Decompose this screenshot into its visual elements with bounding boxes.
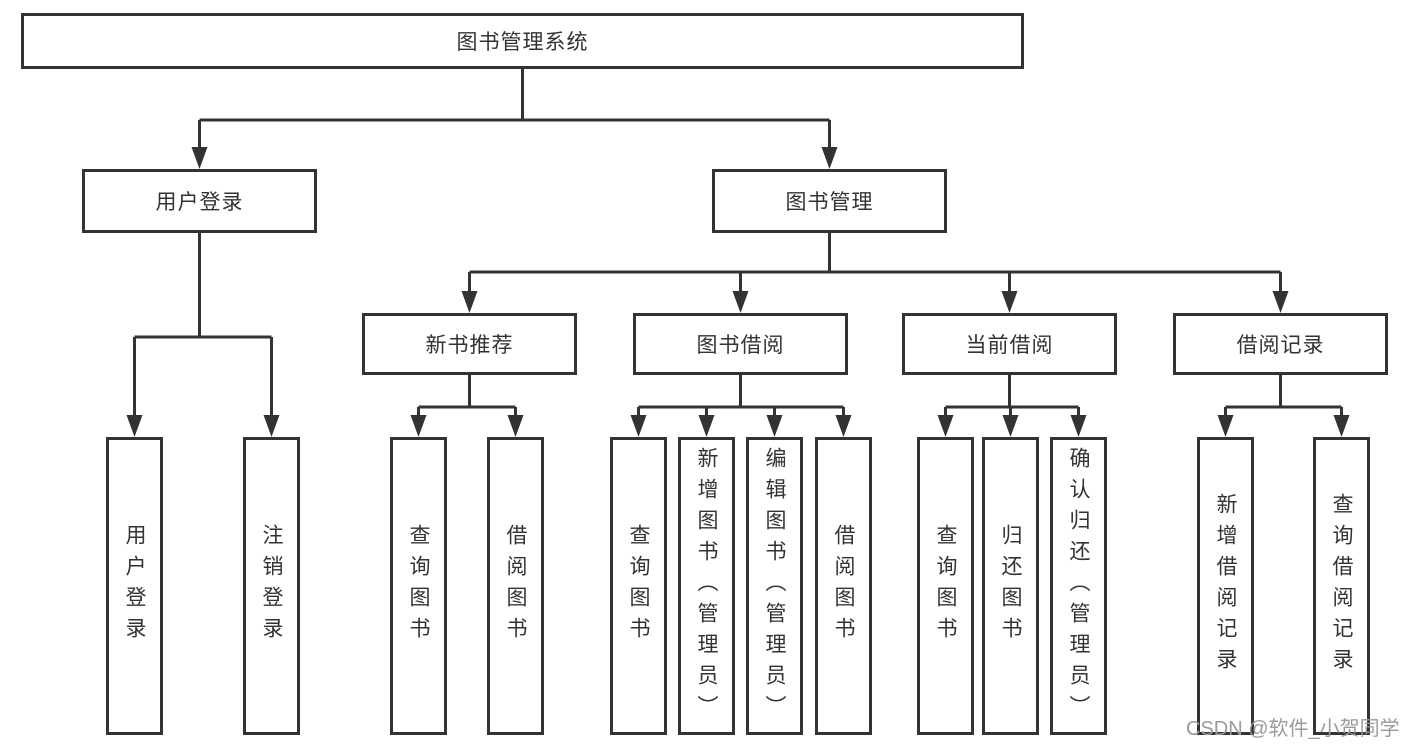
leaf-current-return-books-label: 归还图书	[999, 524, 1022, 648]
leaf-user-login: 用户登录	[106, 437, 163, 735]
node-borrow-records-label: 借阅记录	[1236, 334, 1325, 357]
leaf-newbook-query-books: 查询图书	[390, 437, 447, 735]
leaf-records-add-record: 新增借阅记录	[1197, 437, 1254, 735]
node-new-book-recommend-label: 新书推荐	[425, 334, 514, 357]
leaf-current-confirm-return-admin-label: 确认归还（管理员）	[1067, 446, 1090, 726]
node-borrow-records: 借阅记录	[1173, 313, 1388, 375]
node-root-label: 图书管理系统	[456, 31, 589, 54]
node-book-management: 图书管理	[712, 169, 947, 233]
leaf-current-confirm-return-admin: 确认归还（管理员）	[1050, 437, 1107, 735]
node-user-login-label: 用户登录	[155, 191, 244, 214]
leaf-borrow-add-books-admin-label: 新增图书（管理员）	[695, 446, 718, 726]
leaf-borrow-borrow-books: 借阅图书	[815, 437, 872, 735]
node-user-login: 用户登录	[82, 169, 317, 233]
leaf-newbook-query-books-label: 查询图书	[407, 524, 430, 648]
leaf-borrow-edit-books-admin-label: 编辑图书（管理员）	[763, 446, 786, 726]
node-book-borrow-label: 图书借阅	[696, 334, 785, 357]
leaf-user-login-label: 用户登录	[123, 524, 146, 648]
leaf-borrow-query-books-label: 查询图书	[627, 524, 650, 648]
leaf-records-add-record-label: 新增借阅记录	[1214, 493, 1237, 679]
leaf-borrow-query-books: 查询图书	[610, 437, 667, 735]
leaf-current-return-books: 归还图书	[982, 437, 1039, 735]
leaf-records-query-record: 查询借阅记录	[1313, 437, 1370, 735]
leaf-newbook-borrow-books-label: 借阅图书	[504, 524, 527, 648]
leaf-records-query-record-label: 查询借阅记录	[1330, 493, 1353, 679]
leaf-logout-label: 注销登录	[260, 524, 283, 648]
leaf-borrow-add-books-admin: 新增图书（管理员）	[678, 437, 735, 735]
node-new-book-recommend: 新书推荐	[362, 313, 577, 375]
csdn-watermark: CSDN @软件_小贺同学	[1186, 718, 1400, 740]
node-book-management-label: 图书管理	[785, 191, 874, 214]
leaf-current-query-books-label: 查询图书	[934, 524, 957, 648]
node-root: 图书管理系统	[21, 13, 1024, 69]
leaf-newbook-borrow-books: 借阅图书	[487, 437, 544, 735]
leaf-current-query-books: 查询图书	[917, 437, 974, 735]
node-current-borrow-label: 当前借阅	[965, 334, 1054, 357]
leaf-borrow-edit-books-admin: 编辑图书（管理员）	[746, 437, 803, 735]
node-book-borrow: 图书借阅	[633, 313, 848, 375]
leaf-logout: 注销登录	[243, 437, 300, 735]
node-current-borrow: 当前借阅	[902, 313, 1117, 375]
leaf-borrow-borrow-books-label: 借阅图书	[832, 524, 855, 648]
